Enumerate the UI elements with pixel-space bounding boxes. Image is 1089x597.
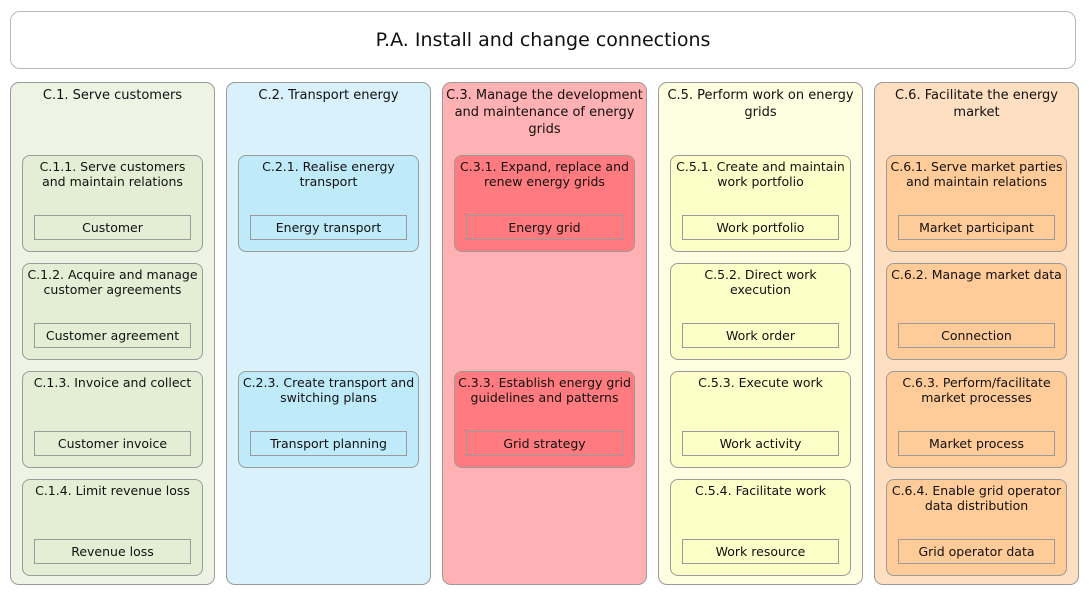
capability-card: C.6.2. Manage market data Connection	[886, 263, 1067, 360]
capability-card: C.5.4. Facilitate work Work resource	[670, 479, 851, 576]
business-object: Work portfolio	[682, 215, 839, 240]
business-object: Customer agreement	[34, 323, 191, 348]
business-object: Market process	[898, 431, 1055, 456]
column-title: C.3. Manage the development and maintena…	[446, 88, 643, 137]
business-object: Energy grid	[466, 215, 623, 240]
business-object: Customer	[34, 215, 191, 240]
column-title: C.2. Transport energy	[258, 88, 399, 103]
card-title: C.2.1. Realise energy transport	[262, 159, 395, 189]
capability-card: C.5.3. Execute work Work activity	[670, 371, 851, 468]
column-title: C.6. Facilitate the energy market	[894, 88, 1059, 120]
capability-card: C.2.3. Create transport and switching pl…	[238, 371, 419, 468]
card-title: C.1.4. Limit revenue loss	[35, 483, 190, 498]
card-title: C.5.3. Execute work	[698, 375, 823, 390]
card-title: C.6.2. Manage market data	[891, 267, 1062, 282]
card-title: C.2.3. Create transport and switching pl…	[242, 375, 415, 405]
capability-card: C.3.3. Establish energy grid guidelines …	[454, 371, 635, 468]
column-serve-customers: C.1. Serve customers C.1.1. Serve custom…	[10, 82, 215, 585]
business-object: Revenue loss	[34, 539, 191, 564]
column-manage-energy-grids: C.3. Manage the development and maintena…	[442, 82, 647, 585]
capability-card: C.5.1. Create and maintain work portfoli…	[670, 155, 851, 252]
business-object: Work activity	[682, 431, 839, 456]
card-title: C.3.3. Establish energy grid guidelines …	[458, 375, 631, 405]
diagram-title: P.A. Install and change connections	[10, 11, 1076, 69]
column-title: C.1. Serve customers	[42, 88, 183, 103]
card-title: C.5.4. Facilitate work	[695, 483, 826, 498]
capability-card: C.1.1. Serve customers and maintain rela…	[22, 155, 203, 252]
card-title: C.6.4. Enable grid operator data distrib…	[891, 483, 1062, 513]
business-object: Grid operator data	[898, 539, 1055, 564]
card-title: C.6.1. Serve market parties and maintain…	[890, 159, 1063, 189]
business-object: Work order	[682, 323, 839, 348]
card-title: C.1.3. Invoice and collect	[33, 375, 192, 390]
capability-card: C.2.1. Realise energy transport Energy t…	[238, 155, 419, 252]
capability-card: C.6.3. Perform/facilitate market process…	[886, 371, 1067, 468]
business-object: Customer invoice	[34, 431, 191, 456]
business-object: Energy transport	[250, 215, 407, 240]
column-perform-work: C.5. Perform work on energy grids C.5.1.…	[658, 82, 863, 585]
card-title: C.6.3. Perform/facilitate market process…	[902, 375, 1051, 405]
card-title: C.1.1. Serve customers and maintain rela…	[39, 159, 186, 189]
capability-card: C.1.4. Limit revenue loss Revenue loss	[22, 479, 203, 576]
card-title: C.3.1. Expand, replace and renew energy …	[460, 159, 629, 189]
capability-card: C.3.1. Expand, replace and renew energy …	[454, 155, 635, 252]
card-title: C.1.2. Acquire and manage customer agree…	[27, 267, 198, 297]
business-object: Market participant	[898, 215, 1055, 240]
capability-card: C.1.3. Invoice and collect Customer invo…	[22, 371, 203, 468]
column-title: C.5. Perform work on energy grids	[667, 88, 854, 120]
business-object: Grid strategy	[466, 431, 623, 456]
business-object: Work resource	[682, 539, 839, 564]
column-facilitate-energy-market: C.6. Facilitate the energy market C.6.1.…	[874, 82, 1079, 585]
business-object: Transport planning	[250, 431, 407, 456]
column-transport-energy: C.2. Transport energy C.2.1. Realise ene…	[226, 82, 431, 585]
capability-card: C.6.1. Serve market parties and maintain…	[886, 155, 1067, 252]
capability-card: C.5.2. Direct work execution Work order	[670, 263, 851, 360]
business-object: Connection	[898, 323, 1055, 348]
card-title: C.5.2. Direct work execution	[704, 267, 817, 297]
capability-card: C.1.2. Acquire and manage customer agree…	[22, 263, 203, 360]
capability-card: C.6.4. Enable grid operator data distrib…	[886, 479, 1067, 576]
card-title: C.5.1. Create and maintain work portfoli…	[676, 159, 845, 189]
